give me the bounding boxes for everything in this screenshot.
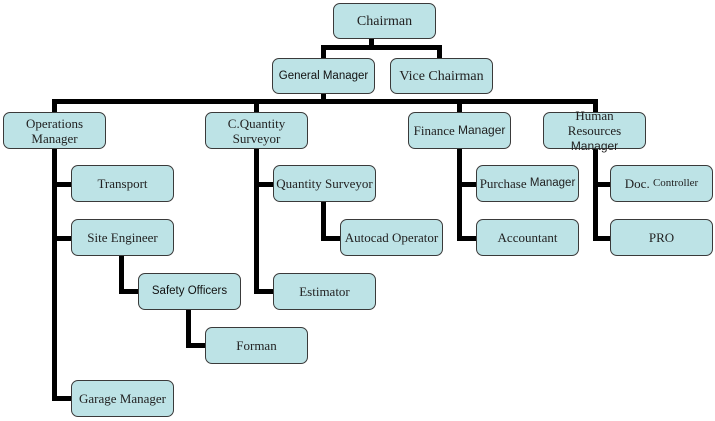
- node-label-line1: Human: [575, 107, 614, 123]
- connector-gm-down: [321, 91, 326, 103]
- node-label: General Manager: [278, 69, 369, 82]
- connector-cqs-drop: [254, 99, 259, 114]
- node-estimator[interactable]: Estimator: [273, 273, 376, 310]
- node-cq-surveyor[interactable]: C.Quantity Surveyor: [205, 112, 308, 149]
- connector-site-engineer: [52, 236, 72, 241]
- node-label-line2: Surveyor: [232, 130, 281, 146]
- node-garage-manager[interactable]: Garage Manager: [71, 380, 174, 417]
- connector-vc-drop: [437, 45, 442, 59]
- node-chairman[interactable]: Chairman: [333, 3, 436, 39]
- node-safety-officers[interactable]: Safety Officers: [138, 273, 241, 310]
- connector-qs: [254, 182, 274, 187]
- connector-hr-drop: [593, 99, 598, 114]
- node-label: PRO: [648, 230, 675, 245]
- connector-ops-vertical: [52, 146, 57, 400]
- node-label-part1: Finance: [413, 123, 455, 138]
- node-label: Safety Officers: [151, 285, 228, 297]
- node-label: Estimator: [299, 284, 350, 299]
- connector-fin-vertical: [457, 146, 462, 241]
- node-label-part1: Purchase: [479, 176, 527, 191]
- connector-cqs-vertical: [254, 146, 259, 294]
- connector-transport: [52, 182, 72, 187]
- node-label: Site Engineer: [87, 230, 158, 245]
- node-label: Vice Chairman: [399, 68, 484, 84]
- connector-hr-vertical: [593, 146, 598, 241]
- connector-qs-vertical: [321, 200, 326, 241]
- node-site-engineer[interactable]: Site Engineer: [71, 219, 174, 256]
- connector-fin-drop: [457, 99, 462, 114]
- node-label: Operations Manager: [25, 115, 84, 146]
- node-label: Autocad Operator: [344, 230, 439, 245]
- connector-ops-drop: [52, 99, 57, 114]
- connector-autocad: [321, 236, 341, 241]
- node-label: Accountant: [497, 230, 558, 245]
- node-label-line2-part1: Resources: [567, 122, 622, 138]
- node-label-part2: Controller: [652, 177, 699, 189]
- connector-purchase: [457, 182, 477, 187]
- connector-doc: [593, 182, 613, 187]
- node-vice-chairman[interactable]: Vice Chairman: [390, 58, 493, 94]
- node-pro[interactable]: PRO: [610, 219, 713, 256]
- connector-safety: [119, 289, 139, 294]
- node-label-line1: C.Quantity: [227, 115, 286, 131]
- connector-se-vertical: [119, 254, 124, 294]
- node-transport[interactable]: Transport: [71, 165, 174, 202]
- node-label: Transport: [97, 176, 148, 191]
- node-label-part2: Manager: [529, 177, 576, 189]
- connector-so-vertical: [186, 308, 191, 348]
- node-label-part2: Manager: [458, 123, 506, 137]
- connector-forman: [186, 343, 206, 348]
- connector-estimator: [254, 289, 274, 294]
- node-operations-manager[interactable]: Operations Manager: [3, 112, 106, 149]
- node-label: Chairman: [356, 13, 413, 29]
- connector-pro: [593, 236, 613, 241]
- connector-accountant: [457, 236, 477, 241]
- node-general-manager[interactable]: General Manager: [272, 58, 375, 94]
- node-label: Garage Manager: [79, 391, 166, 406]
- node-purchase-manager[interactable]: Purchase Manager: [476, 165, 579, 202]
- node-label-part1: Doc.: [624, 176, 650, 191]
- node-finance-manager[interactable]: Finance Manager: [408, 112, 511, 149]
- connector-gm-drop: [321, 45, 326, 59]
- node-label: Forman: [236, 338, 277, 353]
- node-doc-controller[interactable]: Doc. Controller: [610, 165, 713, 202]
- node-autocad-operator[interactable]: Autocad Operator: [340, 219, 443, 256]
- node-label-line2-part2: Manager: [570, 138, 619, 153]
- connector-chairman-down: [369, 37, 374, 49]
- node-label: Quantity Surveyor: [276, 176, 373, 191]
- connector-level2-bar: [52, 99, 598, 104]
- node-forman[interactable]: Forman: [205, 327, 308, 364]
- node-hr-manager[interactable]: Human Resources Manager: [543, 108, 646, 153]
- node-accountant[interactable]: Accountant: [476, 219, 579, 256]
- connector-chairman-bar: [321, 45, 442, 50]
- node-quantity-surveyor[interactable]: Quantity Surveyor: [273, 165, 376, 202]
- connector-garage: [52, 396, 72, 401]
